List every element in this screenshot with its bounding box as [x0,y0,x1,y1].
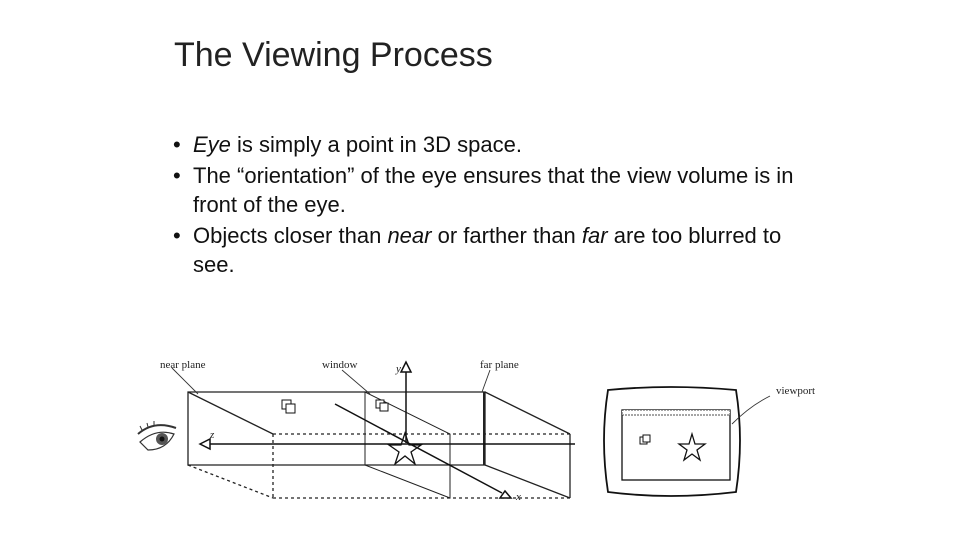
italic-term: near [387,223,432,248]
italic-term: far [581,223,608,248]
slide-title: The Viewing Process [174,36,493,74]
view-volume-diagram: near plane window far plane viewport y z… [137,359,815,503]
italic-term: Eye [193,132,231,157]
bullet-item-2: • The “orientation” of the eye ensures th… [173,161,813,219]
view-volume-box [187,391,571,499]
cube-object [281,399,296,414]
x-axis-line [334,403,503,494]
text-run: is simply a point in 3D space. [230,132,522,157]
y-axis-arrowhead [399,360,413,373]
z-axis-arrowhead [198,437,211,451]
viewport-label: viewport [776,385,815,397]
bullet-dot: • [173,223,181,248]
star-icon [677,431,707,462]
bullet-text: The “orientation” of the eye ensures tha… [193,163,793,217]
window-plane [364,391,451,499]
text-run: Objects closer than [193,223,388,248]
bullet-list: • Eye is simply a point in 3D space. • The… [173,130,813,281]
cube-icon [639,434,651,445]
window-label: window [322,359,358,371]
text-run: are too blurred to see. [193,223,782,277]
viewport-titlebar [621,409,731,416]
viewport-rect [621,409,731,481]
cube-object [375,399,389,412]
y-axis-label: y [395,363,401,375]
box-front-face [187,391,486,466]
z-axis-label: z [209,429,215,441]
bullet-dot: • [173,163,181,188]
text-run: The “orientation” of the eye ensures tha… [193,163,794,217]
x-axis-label: x [515,491,521,503]
monitor-display [603,386,741,497]
x-axis-arrowhead [498,489,513,499]
box-hidden-edge [187,464,274,499]
near-plane-label: near plane [160,359,206,371]
box-edge [484,391,571,435]
far-plane-label: far plane [480,359,519,371]
bullet-item-1: • Eye is simply a point in 3D space. [173,130,813,159]
axes [198,360,575,499]
bullet-item-3: • Objects closer than near or farther tha… [173,221,813,279]
label-leaders [171,367,771,425]
bullet-text: Eye is simply a point in 3D space. [193,132,522,157]
text-run: or farther than [431,223,582,248]
bullet-text: Objects closer than near or farther than… [193,223,781,277]
box-edge [187,391,274,435]
eye-icon [137,421,177,451]
box-edge [484,464,571,499]
star-object [386,430,424,466]
bullet-dot: • [173,132,181,157]
